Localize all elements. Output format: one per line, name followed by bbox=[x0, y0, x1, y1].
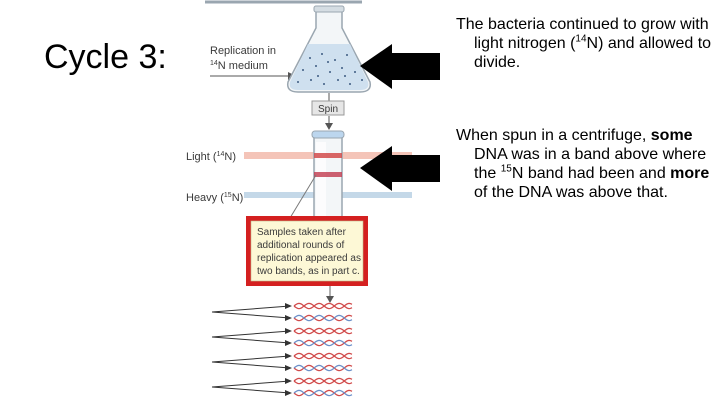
dna-pointer-arrow-head bbox=[285, 365, 292, 371]
replication-label-sup: 14 bbox=[210, 60, 218, 67]
callout-pointer bbox=[289, 174, 317, 219]
replication-label-rest: N medium bbox=[218, 60, 268, 72]
flask-icon bbox=[286, 5, 372, 93]
light-label-suffix: N) bbox=[224, 151, 236, 163]
dna-pointer-arrow-head bbox=[285, 378, 292, 384]
replication-label-line2: 14N medium bbox=[210, 60, 268, 72]
light-label: Light (14N) bbox=[186, 151, 236, 163]
dna-pointer-arrow-head bbox=[285, 328, 292, 334]
dna-strand-red bbox=[293, 302, 353, 310]
p2-text-4: of the DNA was above that. bbox=[474, 184, 668, 201]
p2-text-3: N band had been and bbox=[511, 165, 671, 182]
p2-text-1: When spun in a centrifuge, bbox=[456, 127, 651, 144]
dna-pointer-arrow-head bbox=[285, 353, 292, 359]
arrow-to-flask bbox=[360, 44, 440, 89]
p1-superscript: 14 bbox=[575, 33, 587, 45]
arrow-to-tube bbox=[360, 146, 440, 191]
heavy-label: Heavy (15N) bbox=[186, 192, 243, 204]
p2-text-2: DNA was in a band above where the bbox=[474, 146, 707, 182]
light-label-sup: 14 bbox=[217, 151, 225, 158]
callout-line-3: replication appeared as bbox=[257, 253, 361, 264]
dna-pointer-arrow-head bbox=[285, 315, 292, 321]
slide-title: Cycle 3: bbox=[44, 38, 167, 76]
dna-strand-blue bbox=[293, 339, 353, 347]
p1-text-1: The bacteria continued to grow with ligh… bbox=[456, 16, 709, 52]
dna-strand-red bbox=[293, 327, 353, 335]
heavy-label-text: Heavy ( bbox=[186, 192, 224, 204]
tube-down-arrow-head bbox=[326, 296, 334, 303]
dna-molecules bbox=[211, 302, 353, 397]
p2-superscript: 15 bbox=[500, 163, 512, 175]
dna-pointer-line bbox=[211, 305, 291, 313]
callout-box bbox=[250, 220, 364, 282]
description-paragraph-1: The bacteria continued to grow with ligh… bbox=[456, 15, 716, 72]
dna-pointer-arrow-head bbox=[285, 340, 292, 346]
dna-pointer-line bbox=[211, 380, 291, 388]
heavy-label-suffix: N) bbox=[232, 192, 244, 204]
dna-pointer-line bbox=[211, 330, 291, 338]
dna-pointer-line bbox=[211, 361, 291, 369]
dna-pointer-arrow-head bbox=[285, 303, 292, 309]
dna-pointer-line bbox=[211, 336, 291, 344]
callout-line-4: two bands, as in part c. bbox=[257, 266, 360, 277]
spin-label: Spin bbox=[318, 104, 338, 115]
spin-down-arrow-head bbox=[325, 123, 333, 130]
dna-strand-blue bbox=[293, 364, 353, 372]
callout-line-2: additional rounds of bbox=[257, 240, 345, 251]
p2-bold-some: some bbox=[650, 127, 693, 144]
callout-line-1: Samples taken after bbox=[257, 227, 347, 238]
replication-label-line1: Replication in bbox=[210, 45, 276, 57]
p1-text-2: N) and allowed to divide. bbox=[474, 35, 712, 71]
dna-pointer-line bbox=[211, 355, 291, 363]
p2-bold-more: more bbox=[670, 165, 710, 182]
heavy-label-sup: 15 bbox=[224, 192, 232, 199]
dna-strand-blue bbox=[293, 314, 353, 322]
dna-strand-red bbox=[293, 352, 353, 360]
dna-pointer-line bbox=[211, 311, 291, 319]
light-label-text: Light ( bbox=[186, 151, 217, 163]
dna-strand-blue bbox=[293, 389, 353, 397]
spin-box bbox=[311, 100, 345, 116]
dna-pointer-arrow-head bbox=[285, 390, 292, 396]
dna-strand-red bbox=[293, 377, 353, 385]
tube-hybrid-band bbox=[314, 172, 342, 177]
dna-pointer-line bbox=[211, 386, 291, 394]
tube-light-band bbox=[314, 153, 342, 158]
description-paragraph-2: When spun in a centrifuge, some DNA was … bbox=[456, 126, 716, 202]
